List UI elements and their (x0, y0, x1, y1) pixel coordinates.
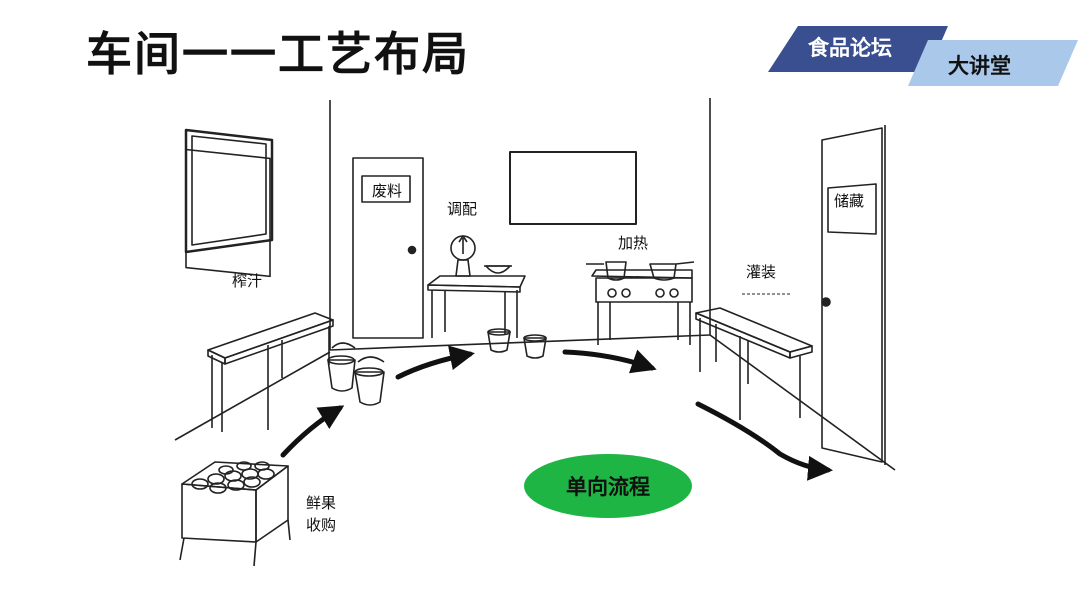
forum-badge-text: 食品论坛 (808, 36, 892, 60)
blend-label: 调配 (447, 200, 477, 218)
scale-icon (450, 235, 476, 277)
arrow-fill-to-storage (695, 401, 833, 481)
heat-label: 加热 (618, 234, 648, 252)
left-window (185, 148, 271, 278)
arrow-blend-to-heat (562, 349, 657, 374)
waste-sign (361, 175, 411, 203)
fruit-crate (179, 461, 291, 567)
lecture-badge-shape (908, 40, 1078, 86)
right-floor-line (709, 334, 896, 471)
waste-door-knob (407, 245, 417, 255)
left-window-frame (184, 128, 274, 254)
waste-label: 废料 (372, 182, 402, 200)
arrow-press-to-blend (395, 345, 475, 380)
arrow-crate-to-press (280, 405, 345, 458)
storage-door-knob (821, 297, 831, 307)
storage-label: 储藏 (834, 192, 864, 210)
back-floor-line (329, 334, 711, 351)
heating-stove (586, 261, 695, 345)
fresh-fruit-label-line2: 收购 (306, 516, 336, 534)
buckets-center (487, 328, 547, 359)
waste-door (352, 157, 424, 339)
forum-badge-shape (768, 26, 948, 72)
left-window-inner (191, 135, 267, 246)
storage-door (821, 127, 883, 463)
blending-bowl (484, 265, 512, 274)
back-window (509, 151, 637, 225)
press-label: 榨汁 (232, 272, 262, 290)
flow-arrows (280, 345, 833, 481)
fill-label: 灌装 (746, 263, 776, 281)
filling-table (695, 307, 813, 420)
one-way-flow-label: 单向流程 (566, 475, 650, 499)
storage-sign (827, 183, 877, 235)
buckets-left (327, 342, 385, 406)
pressing-table (207, 312, 334, 432)
lecture-badge-text: 大讲堂 (948, 54, 1011, 78)
left-floor-line (174, 351, 331, 441)
fresh-fruit-label-line1: 鲜果 (306, 494, 336, 512)
forum-badge (768, 26, 1078, 86)
one-way-flow-oval (524, 454, 692, 518)
blending-table (427, 275, 526, 338)
page-title: 车间一一工艺布局 (86, 27, 470, 81)
